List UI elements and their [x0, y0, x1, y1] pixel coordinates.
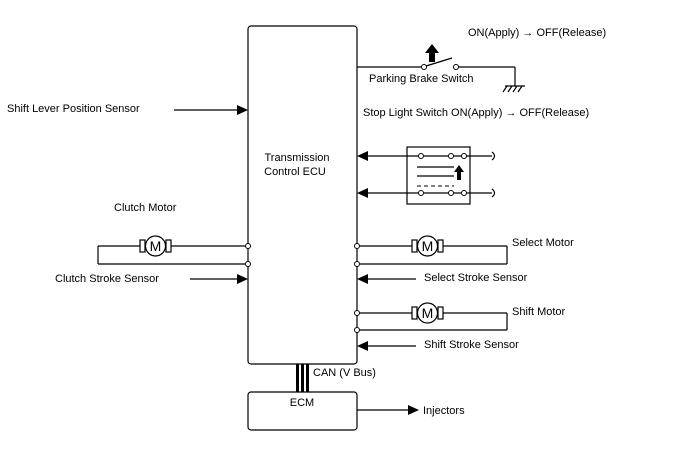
parking-brake-up-arrow — [425, 44, 439, 62]
shift-stroke-label: Shift Stroke Sensor — [424, 339, 519, 351]
injectors-label: Injectors — [423, 405, 465, 417]
select-stroke-label: Select Stroke Sensor — [424, 272, 528, 284]
shift-lever-label: Shift Lever Position Sensor — [7, 103, 140, 115]
clutch-motor-label: Clutch Motor — [114, 202, 177, 214]
select-stroke-sensor: Select Stroke Sensor — [357, 272, 528, 284]
shift-stroke-arrow — [357, 341, 368, 351]
clutch-stroke-arrow — [237, 274, 248, 284]
transmission-control-ecu: Transmission Control ECU — [247, 25, 358, 365]
stop-light-upper-arrow — [357, 151, 368, 161]
clutch-motor-symbol: M — [150, 238, 162, 254]
stop-light-switch: Stop Light Switch ON(Apply) → OFF(Releas… — [357, 107, 589, 205]
stop-light-switch-body — [406, 146, 471, 205]
ground-icon — [502, 85, 525, 93]
can-bus: CAN (V Bus) — [296, 364, 376, 392]
shift-motor-symbol: M — [422, 305, 434, 321]
shift-lever-arrow — [237, 105, 248, 115]
stop-light-up-arrow — [454, 165, 464, 180]
clutch-stroke-label: Clutch Stroke Sensor — [55, 273, 159, 285]
select-motor: Select Motor M — [354, 235, 574, 267]
stop-light-label: Stop Light Switch ON(Apply) → OFF(Releas… — [363, 107, 589, 119]
ecm: ECM — [247, 391, 358, 431]
select-motor-symbol: M — [422, 238, 434, 254]
shift-stroke-sensor: Shift Stroke Sensor — [357, 339, 519, 351]
shift-motor-label: Shift Motor — [512, 306, 566, 318]
clutch-motor: Clutch Motor M — [97, 202, 251, 267]
can-bus-label: CAN (V Bus) — [313, 367, 376, 379]
clutch-stroke-sensor: Clutch Stroke Sensor — [55, 273, 248, 285]
injectors-output: Injectors — [357, 405, 465, 417]
motor-icon: M — [139, 235, 172, 257]
parking-brake-switch: ON(Apply) → OFF(Release) Parking Brake S… — [357, 27, 606, 93]
ecm-label: ECM — [290, 397, 314, 409]
select-motor-label: Select Motor — [512, 237, 574, 249]
parking-brake-state-label: ON(Apply) → OFF(Release) — [468, 27, 606, 39]
shift-motor: Shift Motor M — [354, 302, 566, 333]
shift-lever-position-sensor: Shift Lever Position Sensor — [7, 103, 248, 115]
select-stroke-arrow — [357, 274, 368, 284]
stop-light-lower-arrow — [357, 188, 368, 198]
motor-icon: M — [411, 302, 444, 324]
ecu-label-line1: Transmission — [265, 152, 330, 164]
injectors-arrow — [408, 405, 419, 415]
motor-icon: M — [411, 235, 444, 257]
parking-brake-switch-label: Parking Brake Switch — [369, 73, 474, 85]
ecu-label-line2: Control ECU — [264, 166, 326, 178]
